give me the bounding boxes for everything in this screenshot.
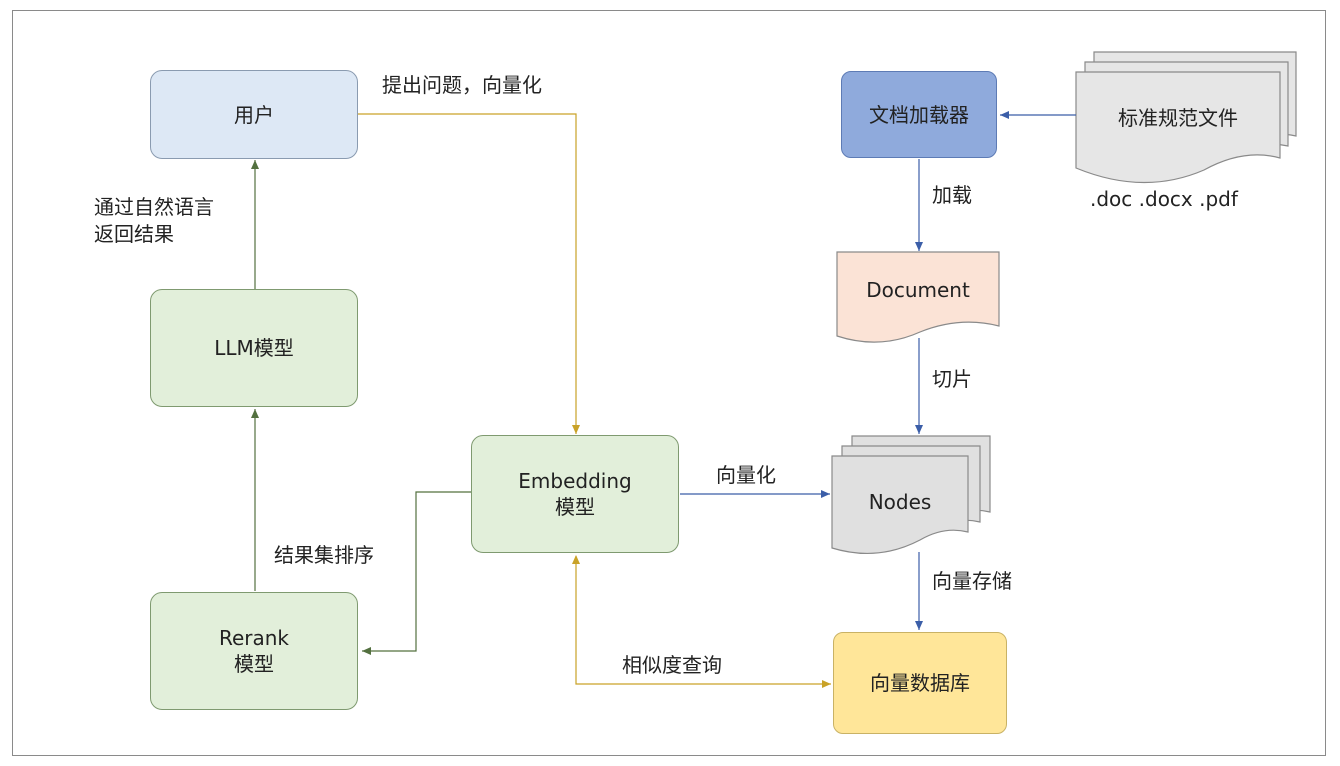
standard-files-label: 标准规范文件 — [1118, 105, 1238, 130]
llm-model-label: LLM模型 — [214, 336, 294, 360]
label-natural-language-line2: 返回结果 — [94, 222, 174, 246]
label-load: 加载 — [932, 183, 972, 207]
diagram-frame — [12, 10, 1326, 756]
label-vectorize: 向量化 — [716, 463, 776, 487]
arrow-embedding-to-rerank — [362, 491, 471, 655]
document-label: Document — [866, 278, 970, 302]
user-label: 用户 — [234, 102, 274, 127]
document-shape — [836, 251, 1000, 343]
embedding-label-line1: Embedding — [518, 469, 632, 493]
label-vector-store: 向量存储 — [932, 569, 1012, 593]
nodes-shape — [831, 435, 991, 555]
nodes-label: Nodes — [868, 490, 932, 514]
rerank-label-line1: Rerank — [218, 626, 290, 650]
arrow-user-to-embedding — [358, 113, 580, 434]
vector-database-box[interactable]: 向量数据库 — [833, 632, 1007, 734]
embedding-label-line2: 模型 — [555, 495, 595, 519]
label-split: 切片 — [932, 367, 972, 391]
user-box[interactable]: 用户 — [150, 70, 358, 159]
rerank-label-line2: 模型 — [234, 652, 274, 676]
llm-model-box[interactable]: LLM模型 — [150, 289, 358, 407]
label-natural-language-line1: 通过自然语言 — [94, 195, 214, 219]
document-loader-box[interactable]: 文档加载器 — [841, 71, 997, 158]
label-similarity-query: 相似度查询 — [622, 653, 722, 677]
rerank-model-box[interactable]: Rerank 模型 — [150, 592, 358, 710]
embedding-model-box[interactable]: Embedding 模型 — [471, 435, 679, 553]
label-rerank-results: 结果集排序 — [274, 543, 374, 567]
label-file-types: .doc .docx .pdf — [1090, 187, 1238, 211]
arrow-embedding-vectordb-bidirectional — [572, 555, 831, 688]
document-loader-label: 文档加载器 — [869, 102, 969, 127]
label-ask-question: 提出问题，向量化 — [382, 73, 542, 97]
vector-database-label: 向量数据库 — [870, 671, 970, 695]
standard-files-shape — [1075, 51, 1297, 184]
